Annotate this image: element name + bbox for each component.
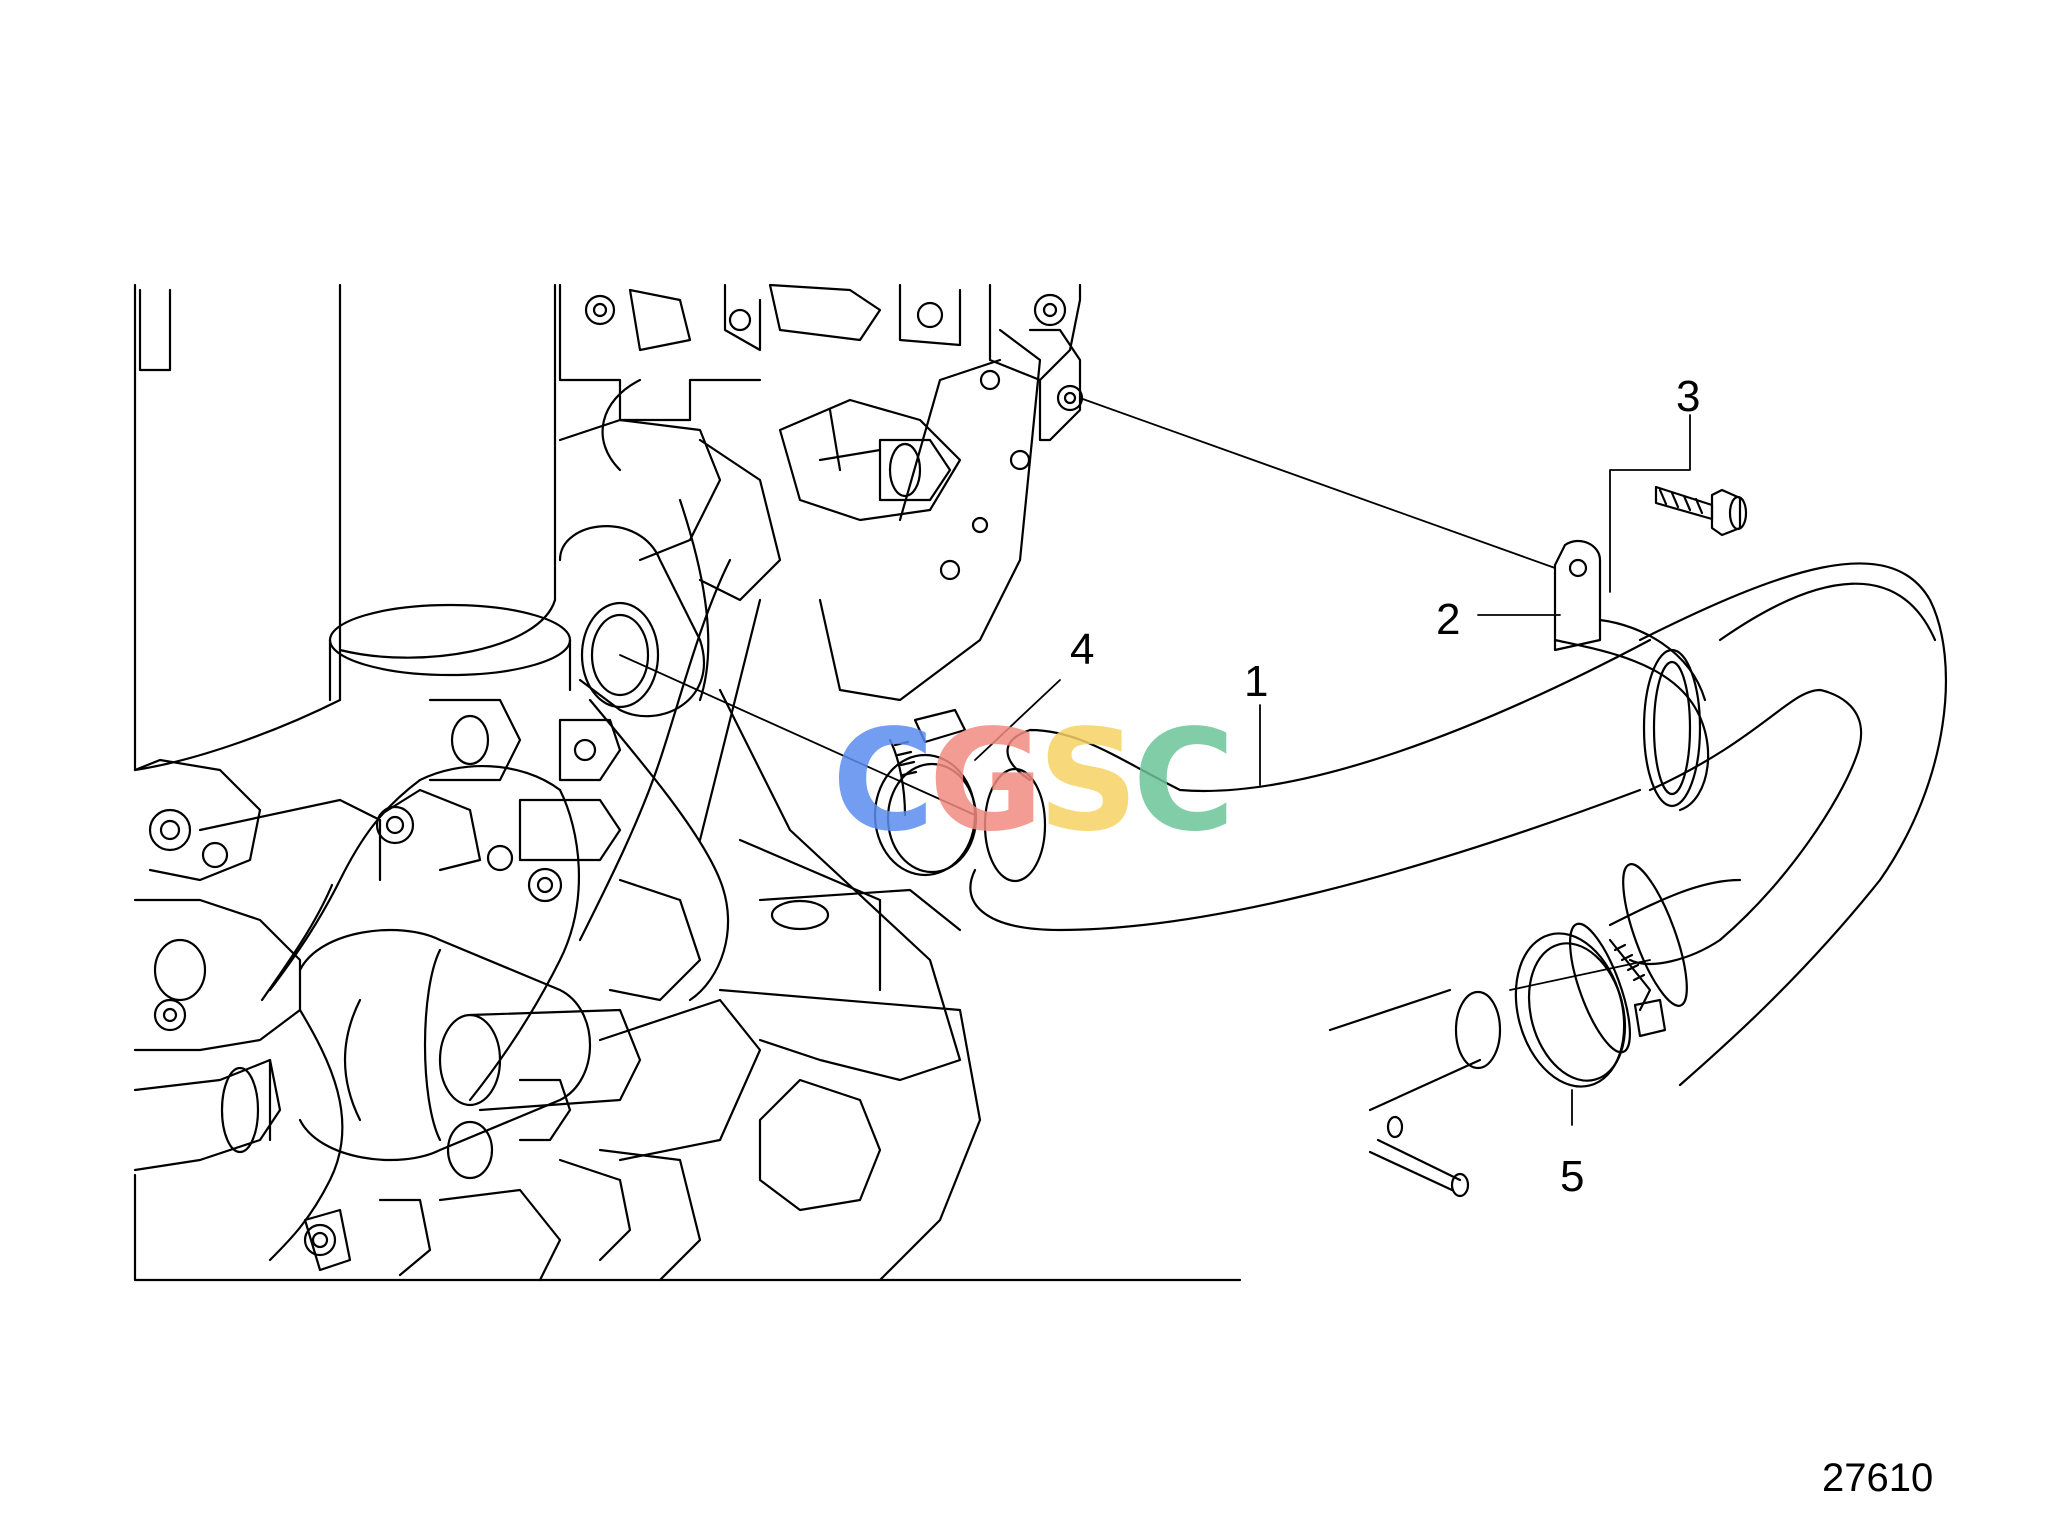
coolant-hose <box>969 562 1948 1087</box>
bolt <box>1654 485 1748 537</box>
drawing-number: 27610 <box>1822 1456 1934 1500</box>
alignment-lines <box>619 397 1651 991</box>
callout-2: 2 <box>1436 595 1461 644</box>
callout-4: 4 <box>1070 625 1095 674</box>
hose-clamp-lower <box>1514 932 1667 1088</box>
watermark-letter: S <box>1037 700 1139 863</box>
hose-clamp-upper <box>873 708 978 877</box>
callout-leaders <box>974 414 1691 1126</box>
callout-1: 1 <box>1244 657 1269 706</box>
cgsc-watermark: CGSC <box>832 712 1235 852</box>
outlet-pipe <box>1328 988 1502 1198</box>
callout-3: 3 <box>1676 372 1701 421</box>
watermark-letter: C <box>832 700 935 863</box>
watermark-letter: G <box>928 700 1044 863</box>
clamp-bracket <box>1553 539 1710 812</box>
callout-5: 5 <box>1560 1152 1585 1201</box>
engine-block <box>133 283 1242 1282</box>
watermark-letter: C <box>1132 700 1236 863</box>
